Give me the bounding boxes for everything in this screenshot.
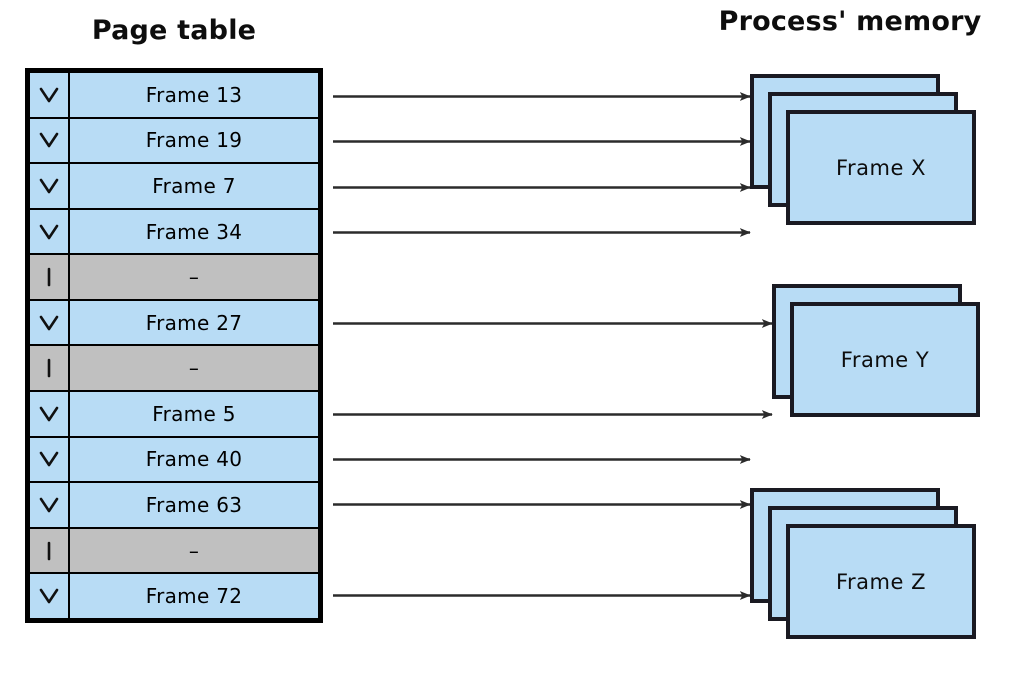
frame-stack-z: Frame Z [750, 488, 976, 639]
valid-bit-icon [30, 483, 70, 527]
page-table-frame-cell: Frame 19 [70, 118, 318, 163]
valid-bit-icon [30, 437, 70, 482]
page-table-frame-cell: Frame 40 [70, 437, 318, 482]
memory-frame-label: Frame X [836, 155, 926, 180]
valid-bit-icon [30, 574, 70, 618]
page-table-row[interactable]: – [30, 255, 318, 301]
page-table-title: Page table [91, 15, 257, 46]
page-table-frame-cell: Frame 5 [70, 392, 318, 436]
frame-stack-y: Frame Y [772, 284, 980, 417]
page-table-row[interactable]: Frame 5 [30, 392, 318, 438]
page-table-row[interactable]: Frame 72 [30, 574, 318, 618]
page-table-row[interactable]: Frame 34 [30, 209, 318, 256]
valid-bit-icon [30, 118, 70, 163]
page-table-row[interactable]: Frame 19 [30, 118, 318, 165]
invalid-bit-icon [30, 528, 70, 573]
page-table-frame-cell: Frame 34 [70, 209, 318, 254]
page-table-row[interactable]: Frame 7 [30, 164, 318, 210]
page-table-frame-cell: Frame 27 [70, 300, 318, 345]
valid-bit-icon [30, 392, 70, 436]
memory-frame-card-front: Frame X [786, 110, 976, 225]
invalid-bit-icon [30, 255, 70, 299]
valid-bit-icon [30, 73, 70, 117]
invalid-bit-icon [30, 346, 70, 391]
page-table-frame-cell: Frame 63 [70, 483, 318, 527]
valid-bit-icon [30, 209, 70, 254]
page-table-row[interactable]: Frame 63 [30, 483, 318, 529]
page-table-row[interactable]: Frame 27 [30, 300, 318, 347]
process-memory-title: Process' memory [718, 6, 982, 37]
page-table-frame-cell: Frame 13 [70, 73, 318, 117]
memory-frame-label: Frame Z [836, 569, 926, 594]
page-table-frame-cell: Frame 7 [70, 164, 318, 208]
memory-frame-card-front: Frame Z [786, 524, 976, 639]
page-table-frame-cell: – [70, 528, 318, 573]
memory-frame-card-front: Frame Y [790, 302, 980, 417]
page-table-row[interactable]: – [30, 528, 318, 575]
page-table-row[interactable]: – [30, 346, 318, 393]
page-table-frame-cell: – [70, 255, 318, 299]
valid-bit-icon [30, 300, 70, 345]
page-table-frame-cell: Frame 72 [70, 574, 318, 618]
page-table-row[interactable]: Frame 40 [30, 437, 318, 484]
page-table-row[interactable]: Frame 13 [30, 73, 318, 119]
valid-bit-icon [30, 164, 70, 208]
memory-frame-label: Frame Y [840, 347, 930, 372]
page-table-frame-cell: – [70, 346, 318, 391]
frame-stack-x: Frame X [750, 74, 976, 225]
